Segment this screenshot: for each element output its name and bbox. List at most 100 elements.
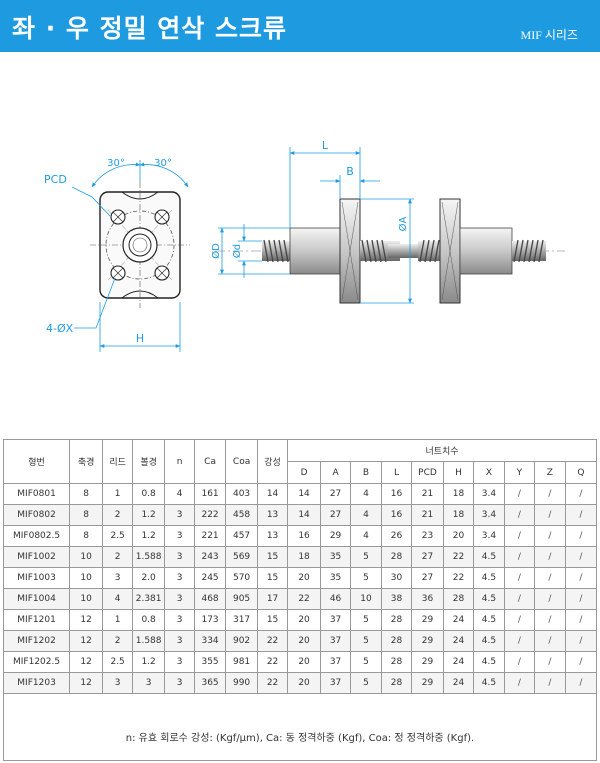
table-cell: /	[503, 546, 535, 568]
table-cell: /	[564, 567, 598, 589]
table-cell: /	[503, 651, 535, 673]
table-cell: 0.8	[132, 609, 166, 631]
table-cell: /	[533, 525, 566, 547]
table-cell: 28	[381, 546, 412, 568]
table-cell: 2.5	[102, 651, 134, 673]
table-cell: /	[564, 609, 598, 631]
table-cell: /	[503, 630, 535, 652]
table-cell: 355	[194, 651, 227, 673]
table-cell: 22	[257, 630, 289, 652]
model-number-cell: MIF1002	[2, 546, 71, 568]
table-cell: 161	[194, 483, 227, 505]
table-cell: 13	[257, 525, 289, 547]
table-cell: 3	[164, 567, 196, 589]
col-header: 볼경	[132, 439, 166, 484]
model-number-cell: MIF1201	[2, 609, 71, 631]
table-cell: 29	[410, 651, 444, 673]
table-cell: 902	[225, 630, 259, 652]
table-cell: /	[503, 567, 535, 589]
table-cell: /	[533, 546, 566, 568]
angle-dimension	[91, 160, 189, 188]
table-cell: 3	[164, 525, 196, 547]
table-cell: 27	[410, 546, 444, 568]
table-cell: 12	[69, 651, 104, 673]
table-cell: 16	[381, 483, 412, 505]
table-cell: 5	[350, 672, 383, 694]
table-cell: /	[564, 504, 598, 526]
table-cell: 16	[381, 504, 412, 526]
table-blank-row	[3, 686, 597, 712]
col-header: PCD	[410, 461, 444, 484]
table-cell: 20	[287, 672, 322, 694]
table-cell: 15	[257, 546, 289, 568]
table-cell: /	[533, 483, 566, 505]
table-cell: 18	[442, 504, 474, 526]
table-cell: 24	[442, 630, 474, 652]
table-cell: 403	[225, 483, 259, 505]
table-cell: 4.5	[472, 672, 505, 694]
table-cell: 3.4	[472, 483, 505, 505]
table-cell: 3	[164, 504, 196, 526]
col-header: D	[287, 461, 322, 484]
table-cell: 20	[287, 630, 322, 652]
table-cell: 468	[194, 588, 227, 610]
table-cell: 1.2	[132, 525, 166, 547]
legend-note: n: 유효 회로수 강성: (Kgf/μm), Ca: 동 정격하중 (Kgf)…	[125, 733, 475, 744]
table-cell: 5	[350, 609, 383, 631]
table-cell: 8	[69, 525, 104, 547]
model-number-cell: MIF1202.5	[2, 651, 71, 673]
table-cell: 2	[102, 630, 134, 652]
table-cell: 10	[69, 588, 104, 610]
table-cell: /	[533, 588, 566, 610]
table-cell: 4	[164, 483, 196, 505]
col-header: n	[164, 439, 196, 484]
table-cell: 3	[164, 672, 196, 694]
table-cell: 990	[225, 672, 259, 694]
table-cell: /	[503, 588, 535, 610]
table-cell: 22	[287, 588, 322, 610]
table-cell: 3	[164, 651, 196, 673]
model-number-cell: MIF0802	[2, 504, 71, 526]
table-cell: 3	[164, 546, 196, 568]
table-cell: 981	[225, 651, 259, 673]
table-cell: /	[564, 525, 598, 547]
table-cell: 16	[287, 525, 322, 547]
table-cell: /	[533, 672, 566, 694]
table-cell: /	[564, 483, 598, 505]
table-cell: 5	[350, 567, 383, 589]
page-title: 좌 · 우 정밀 연삭 스크류	[12, 14, 288, 43]
flange-front-view	[90, 182, 190, 308]
table-cell: 4.5	[472, 651, 505, 673]
table-cell: 10	[69, 546, 104, 568]
model-number-cell: MIF1202	[2, 630, 71, 652]
table-cell: 4	[102, 588, 134, 610]
table-cell: 4	[350, 525, 383, 547]
table-cell: 13	[257, 504, 289, 526]
table-cell: /	[503, 609, 535, 631]
table-cell: 334	[194, 630, 227, 652]
table-cell: 8	[69, 483, 104, 505]
table-cell: 1.2	[132, 504, 166, 526]
table-cell: /	[503, 504, 535, 526]
table-cell: /	[564, 651, 598, 673]
table-cell: 29	[410, 609, 444, 631]
col-header: 형번	[2, 439, 71, 484]
col-header: 강성	[257, 439, 289, 484]
table-cell: 173	[194, 609, 227, 631]
table-cell: 365	[194, 672, 227, 694]
table-cell: 5	[350, 630, 383, 652]
table-cell: 27	[320, 483, 352, 505]
table-cell: 3.4	[472, 504, 505, 526]
nut-dimension-group-header: 너트치수	[287, 439, 597, 462]
table-cell: 458	[225, 504, 259, 526]
table-cell: 570	[225, 567, 259, 589]
model-number-cell: MIF1203	[2, 672, 71, 694]
table-cell: 26	[381, 525, 412, 547]
table-cell: 2	[102, 546, 134, 568]
